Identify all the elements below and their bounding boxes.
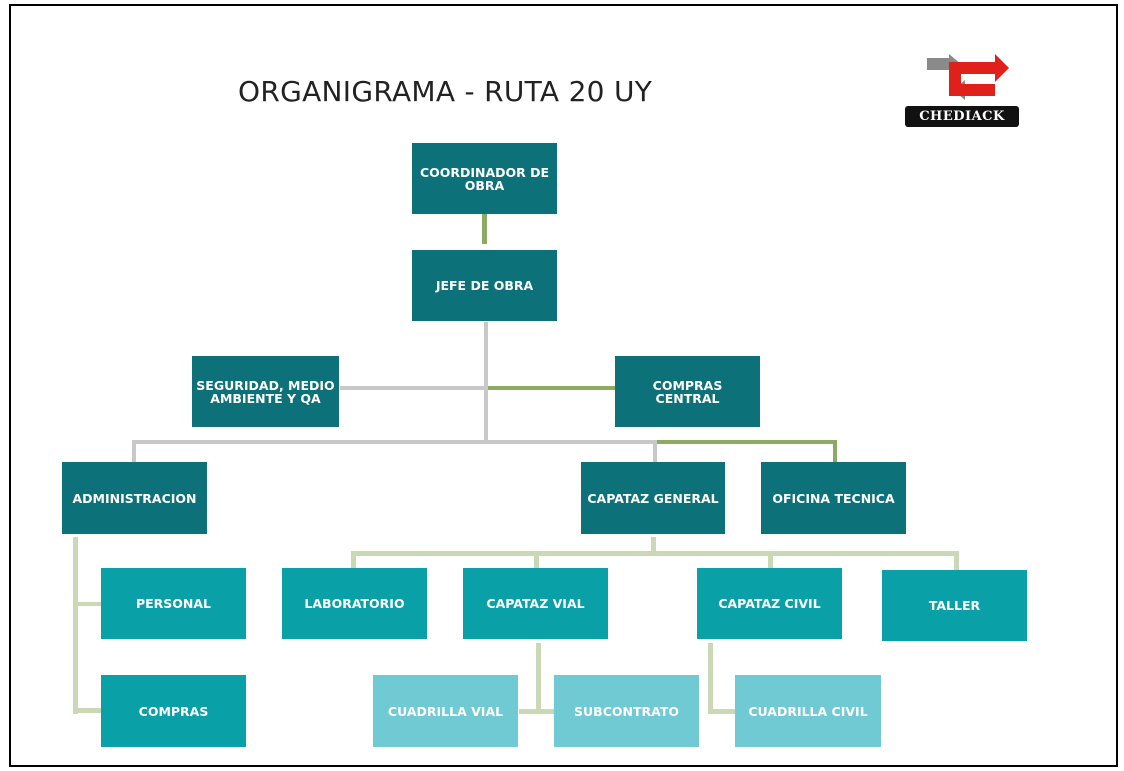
connector-capataz-civil-drop bbox=[768, 551, 773, 568]
org-chart-slide: ORGANIGRAMA - RUTA 20 UY CHEDIACK COORDI… bbox=[9, 4, 1118, 767]
connector-capataz-general-drop bbox=[651, 537, 656, 553]
node-compras-central: COMPRAS CENTRAL bbox=[615, 356, 760, 427]
connector-level3-bar bbox=[351, 551, 959, 556]
node-subcontrato: SUBCONTRATO bbox=[554, 675, 699, 747]
connector-capataz-vial-drop bbox=[534, 551, 539, 568]
page-title: ORGANIGRAMA - RUTA 20 UY bbox=[238, 75, 653, 108]
node-coordinador-de-obra: COORDINADOR DE OBRA bbox=[412, 143, 557, 214]
node-taller: TALLER bbox=[882, 570, 1027, 641]
connector-laboratorio-drop bbox=[351, 551, 356, 568]
connector-capataz-drop bbox=[653, 440, 657, 462]
chediack-arrows-icon bbox=[927, 54, 1009, 100]
connector-coordinador-jefe bbox=[482, 214, 487, 244]
node-personal: PERSONAL bbox=[101, 568, 246, 639]
node-capataz-general: CAPATAZ GENERAL bbox=[581, 462, 725, 534]
node-seguridad: SEGURIDAD, MEDIO AMBIENTE Y QA bbox=[192, 356, 339, 427]
connector-jefe-trunk bbox=[484, 322, 488, 442]
node-jefe-de-obra: JEFE DE OBRA bbox=[412, 250, 557, 321]
connector-compras-central bbox=[488, 386, 615, 390]
connector-capataz-civil-trunk bbox=[708, 643, 713, 714]
connector-civil-branch bbox=[708, 709, 736, 714]
node-laboratorio: LABORATORIO bbox=[282, 568, 427, 639]
connector-taller-drop bbox=[954, 551, 959, 570]
node-cuadrilla-vial: CUADRILLA VIAL bbox=[373, 675, 518, 747]
connector-personal bbox=[73, 602, 103, 606]
connector-compras bbox=[73, 708, 103, 713]
connector-oficina-bar bbox=[653, 440, 835, 444]
node-cuadrilla-civil: CUADRILLA CIVIL bbox=[735, 675, 881, 747]
node-compras: COMPRAS bbox=[101, 675, 246, 747]
connector-capataz-vial-trunk bbox=[536, 643, 541, 714]
connector-oficina-drop bbox=[833, 440, 837, 462]
connector-level2-bar bbox=[133, 440, 655, 444]
connector-vial-branch bbox=[519, 709, 554, 714]
connector-admin-trunk bbox=[73, 537, 78, 714]
node-administracion: ADMINISTRACION bbox=[62, 462, 207, 534]
node-capataz-vial: CAPATAZ VIAL bbox=[463, 568, 608, 639]
node-oficina-tecnica: OFICINA TECNICA bbox=[761, 462, 906, 534]
node-capataz-civil: CAPATAZ CIVIL bbox=[697, 568, 842, 639]
connector-admin-drop bbox=[132, 440, 136, 462]
company-logo: CHEDIACK bbox=[891, 54, 1023, 132]
logo-wordmark: CHEDIACK bbox=[905, 106, 1019, 127]
connector-seguridad bbox=[340, 386, 486, 390]
